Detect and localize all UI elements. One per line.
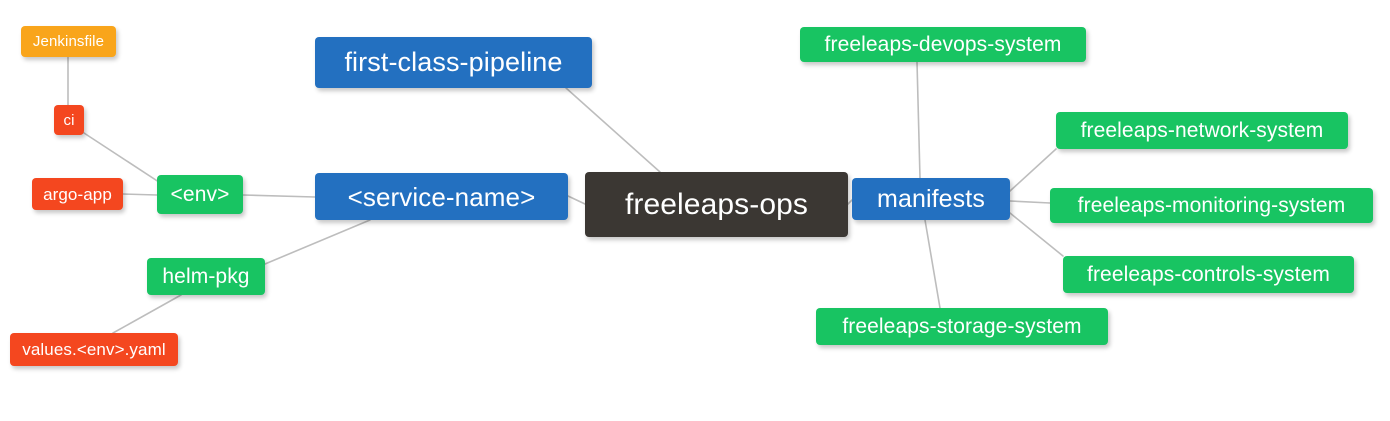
edge-freeleaps-storage-system-to-manifests [924, 219, 941, 309]
mindmap-node-argo-app[interactable]: argo-app [32, 178, 123, 210]
mindmap-node-freeleaps-network-system[interactable]: freeleaps-network-system [1056, 112, 1348, 149]
edge-freeleaps-network-system-to-manifests [1009, 148, 1057, 192]
edge-helm-pkg-to-service-name [264, 219, 371, 265]
mindmap-node-ci[interactable]: ci [54, 105, 84, 135]
edge-argo-app-to-env [122, 193, 158, 196]
mindmap-node-freeleaps-ops[interactable]: freeleaps-ops [585, 172, 848, 237]
edge-env-to-service-name [242, 194, 316, 198]
mindmap-node-env[interactable]: <env> [157, 175, 243, 214]
mindmap-node-manifests[interactable]: manifests [852, 178, 1010, 220]
edge-first-class-pipeline-to-freeleaps-ops [565, 87, 661, 173]
mindmap-node-first-class-pipeline[interactable]: first-class-pipeline [315, 37, 592, 88]
mindmap-node-freeleaps-storage-system[interactable]: freeleaps-storage-system [816, 308, 1108, 345]
edge-service-name-to-freeleaps-ops [567, 195, 586, 205]
mindmap-node-helm-pkg[interactable]: helm-pkg [147, 258, 265, 295]
edge-freeleaps-monitoring-system-to-manifests [1009, 200, 1051, 204]
mindmap-node-freeleaps-monitoring-system[interactable]: freeleaps-monitoring-system [1050, 188, 1373, 223]
mindmap-node-freeleaps-devops-system[interactable]: freeleaps-devops-system [800, 27, 1086, 62]
mindmap-node-values-env-yaml[interactable]: values.<env>.yaml [10, 333, 178, 366]
edge-values-env-yaml-to-helm-pkg [112, 294, 182, 334]
mindmap-node-jenkinsfile[interactable]: Jenkinsfile [21, 26, 116, 57]
mindmap-node-service-name[interactable]: <service-name> [315, 173, 568, 220]
mindmap-node-freeleaps-controls-system[interactable]: freeleaps-controls-system [1063, 256, 1354, 293]
edge-freeleaps-devops-system-to-manifests [916, 61, 921, 179]
